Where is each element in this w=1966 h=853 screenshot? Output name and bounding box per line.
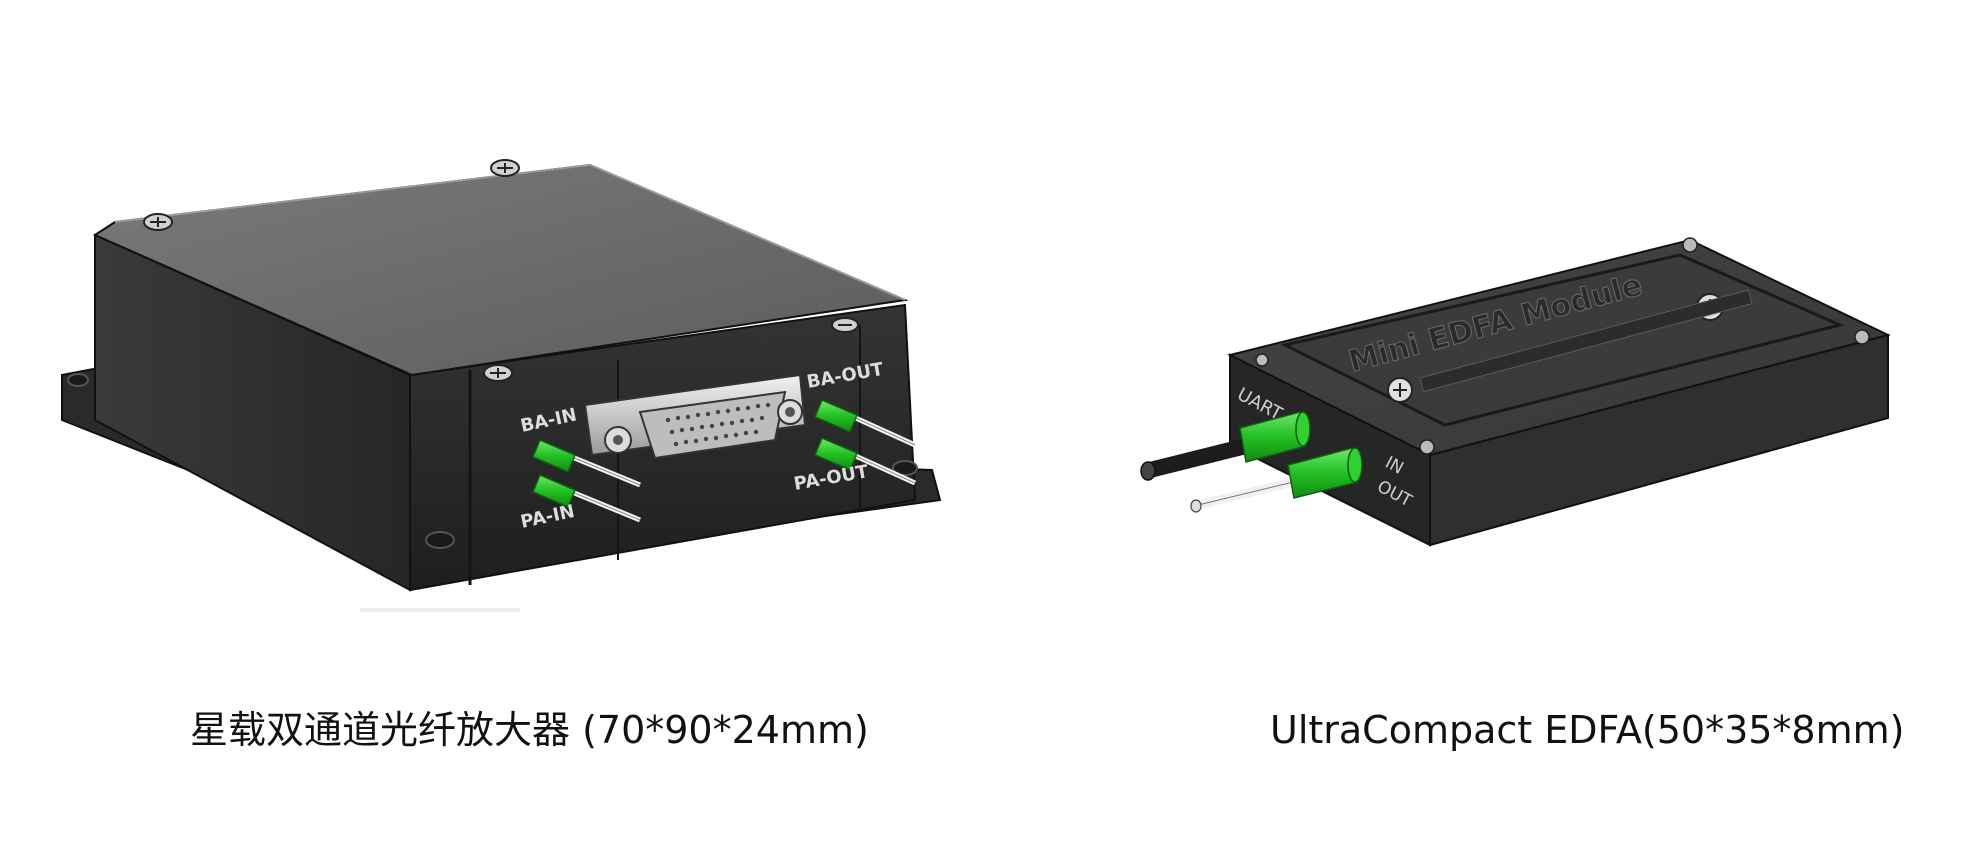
lid-screw-icon: [490, 159, 520, 177]
fiber-pigtail-pa-in: [532, 474, 641, 523]
uart-cable: [1140, 411, 1311, 481]
caption-dual-channel-amplifier: 星载双通道光纤放大器 (70*90*24mm): [190, 708, 869, 752]
dsub-connector-icon: [583, 373, 807, 460]
lid-emboss-mark: [1419, 289, 1753, 393]
fiber-pigtail-pa-out: [814, 437, 917, 486]
dual-channel-amplifier: BA-IN PA-IN BA-OUT PA-OUT: [61, 159, 942, 612]
lid-screw-icon: [143, 213, 173, 231]
fiber-cable: [1190, 447, 1363, 513]
small-lid-screw-icon: [1387, 377, 1413, 403]
lid-screw-icon: [831, 317, 859, 333]
ultracompact-edfa: Mini EDFA Module UART IN OUT: [1140, 237, 1891, 547]
fiber-pigtail-ba-out: [814, 399, 917, 448]
caption-ultracompact-edfa: UltraCompact EDFA(50*35*8mm): [1270, 708, 1905, 752]
lid-screw-icon: [483, 364, 513, 382]
fiber-pigtail-ba-in: [532, 439, 641, 488]
